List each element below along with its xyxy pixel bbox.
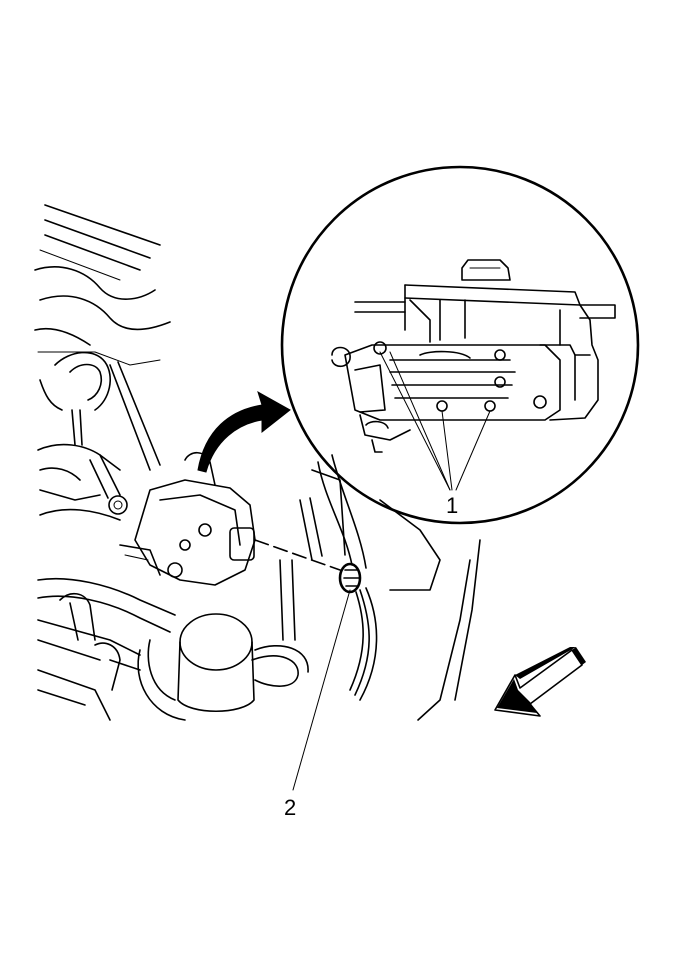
detail-circle [280, 165, 640, 525]
iac-valve-detail [331, 259, 616, 453]
engine-bay [34, 204, 346, 721]
forward-arrow-icon [494, 647, 586, 717]
dashed-connector [254, 539, 341, 571]
leader-1c [455, 410, 491, 491]
leader-1b [441, 410, 453, 491]
curved-arrow-icon [197, 390, 291, 473]
hose-and-connector [317, 454, 481, 721]
callout-1: 1 [446, 493, 459, 518]
leader-2 [292, 589, 351, 791]
leader-1a [379, 351, 451, 491]
callout-2: 2 [284, 795, 297, 820]
detail-view [280, 165, 640, 525]
